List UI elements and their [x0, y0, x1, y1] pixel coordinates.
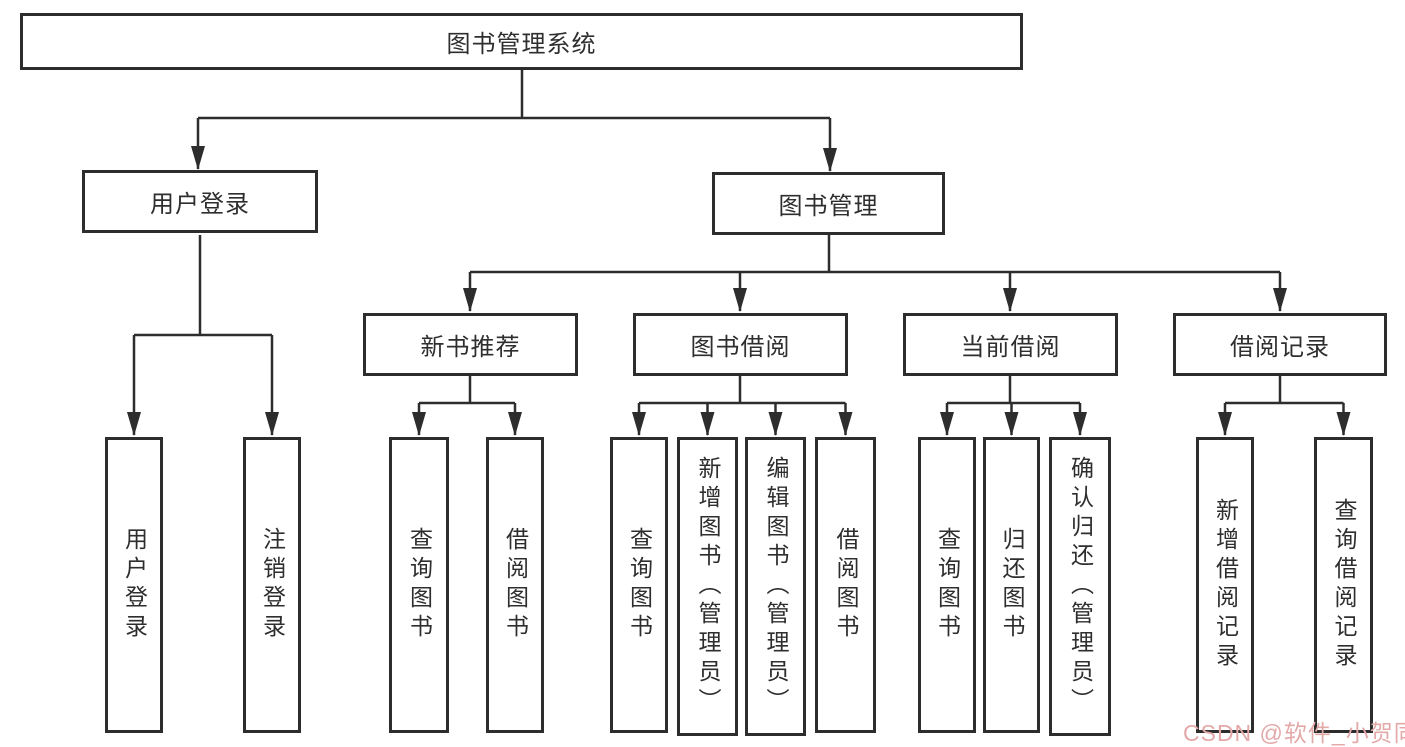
node-user-login: 用户登录 — [82, 170, 318, 233]
node-new-book-recommend: 新书推荐 — [363, 313, 578, 376]
node-book-management: 图书管理 — [712, 172, 945, 235]
leaf-label: 查询图书 — [406, 527, 433, 643]
leaf-label: 归还图书 — [999, 527, 1025, 643]
leaf-label: 借阅图书 — [833, 527, 859, 643]
leaf-label: 借阅图书 — [502, 527, 529, 643]
csdn-watermark: CSDN @软件_小贺同学 — [1183, 720, 1405, 746]
leaf-query-books-recommend: 查询图书 — [389, 437, 449, 733]
leaf-label: 查询借阅记录 — [1331, 498, 1357, 672]
leaf-add-borrow-record: 新增借阅记录 — [1196, 437, 1254, 733]
leaf-return-book: 归还图书 — [983, 437, 1040, 733]
leaf-label: 确认归还（管理员） — [1067, 456, 1094, 717]
leaf-logout: 注销登录 — [243, 437, 301, 733]
leaf-query-books-borrow: 查询图书 — [610, 437, 668, 733]
leaf-label: 查询图书 — [626, 527, 653, 643]
leaf-label: 新增借阅记录 — [1212, 498, 1239, 672]
leaf-borrow-books: 借阅图书 — [815, 437, 876, 733]
leaf-query-borrow-record: 查询借阅记录 — [1314, 437, 1373, 733]
leaf-label: 注销登录 — [259, 527, 286, 643]
leaf-confirm-return-admin: 确认归还（管理员） — [1049, 437, 1111, 736]
node-root: 图书管理系统 — [20, 13, 1023, 70]
leaf-add-book-admin: 新增图书（管理员） — [677, 437, 738, 736]
node-book-borrow: 图书借阅 — [633, 313, 848, 376]
leaf-label: 用户登录 — [121, 527, 148, 643]
leaf-label: 查询图书 — [934, 527, 961, 643]
leaf-borrow-books-recommend: 借阅图书 — [486, 437, 544, 733]
node-current-borrow: 当前借阅 — [903, 313, 1118, 376]
leaf-user-login: 用户登录 — [105, 437, 163, 733]
node-borrow-records: 借阅记录 — [1173, 313, 1387, 376]
leaf-edit-book-admin: 编辑图书（管理员） — [745, 437, 806, 736]
leaf-label: 编辑图书（管理员） — [763, 456, 789, 717]
leaf-query-books-current: 查询图书 — [918, 437, 976, 733]
leaf-label: 新增图书（管理员） — [695, 456, 721, 717]
